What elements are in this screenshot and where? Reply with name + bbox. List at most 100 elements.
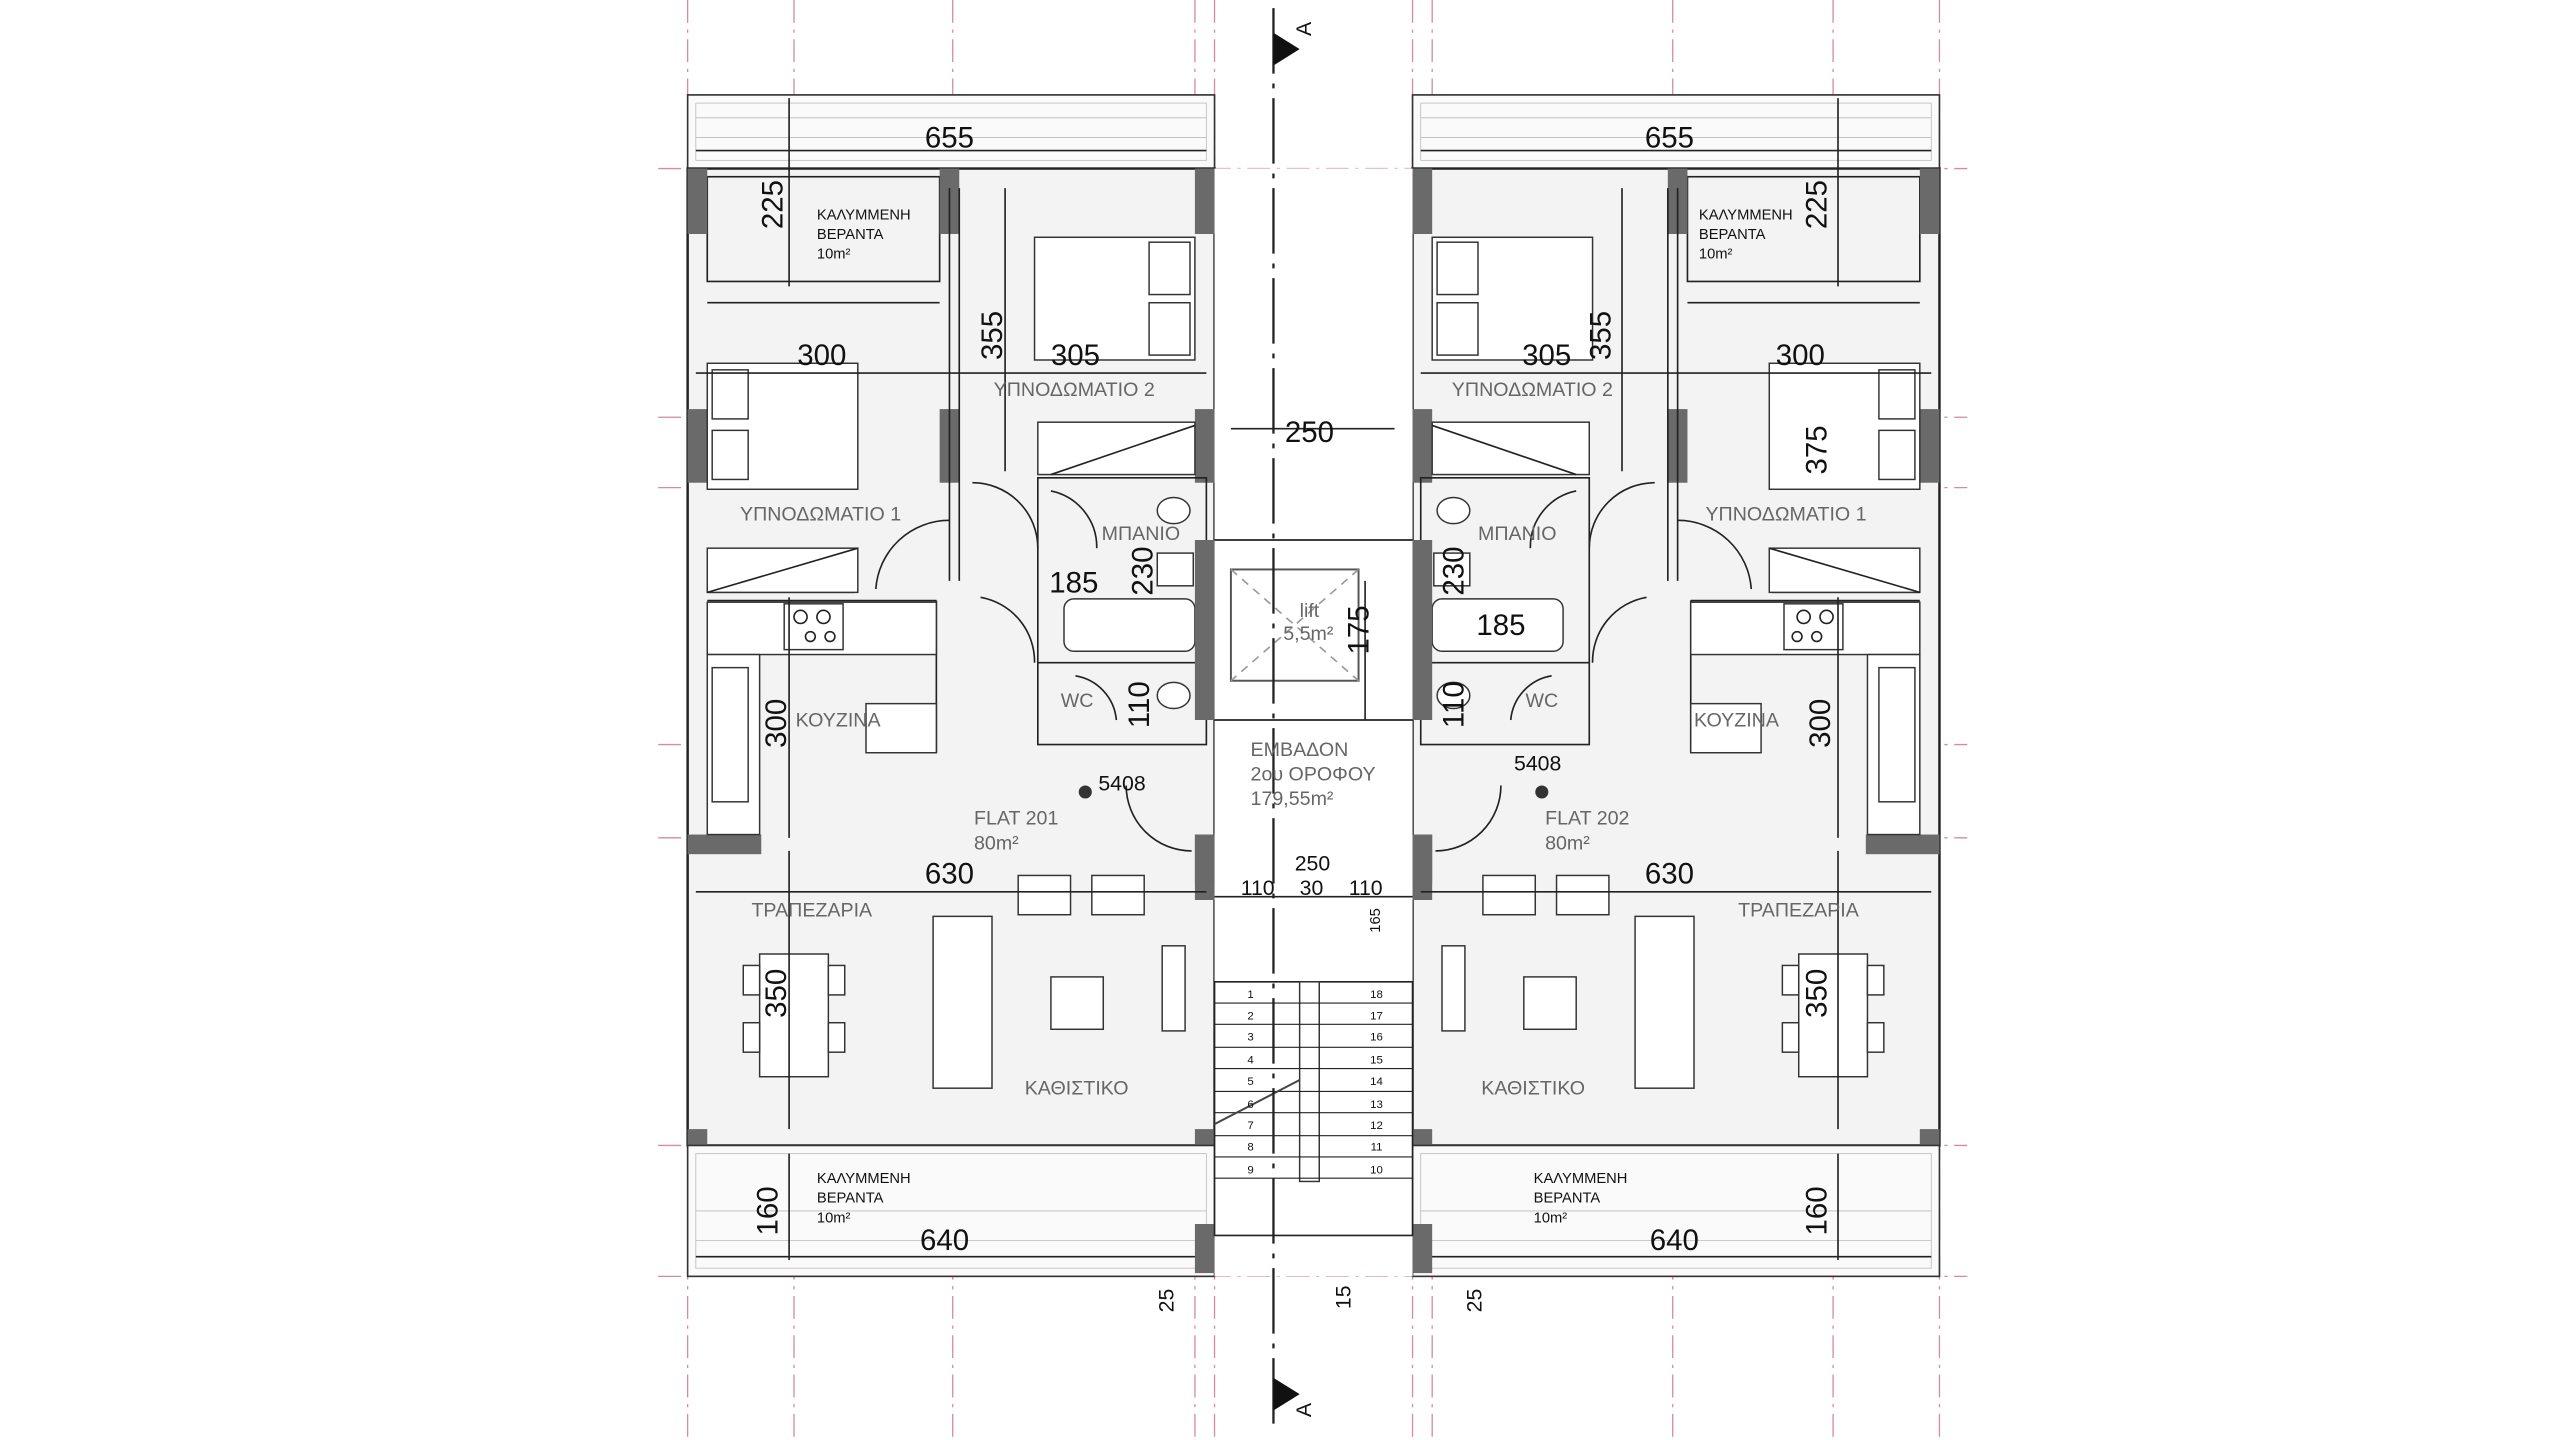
bed1-width-dim: 300 (1776, 339, 1825, 372)
section-marker-top: A (1292, 21, 1316, 36)
flat-area: 80m² (1545, 832, 1590, 854)
veranda-area: 10m² (817, 247, 851, 263)
veranda-depth-dim: 225 (757, 180, 790, 229)
veranda-bottom-depth-dim: 160 (1801, 1186, 1834, 1235)
stair-step-number: 12 (1370, 1120, 1383, 1132)
living-width-dim: 630 (925, 858, 974, 891)
kitchen-label: ΚΟΥΖΙΝΑ (796, 710, 882, 732)
stair-step-number: 2 (1247, 1010, 1253, 1022)
bed2-label: ΥΠΝΟΔΩΜΑΤΙΟ 2 (1452, 379, 1613, 401)
section-line-a: A A (1272, 8, 1316, 1432)
stair-step-number: 17 (1370, 1010, 1383, 1022)
flat-name: FLAT 201 (974, 808, 1058, 830)
top-width-dim: 655 (1645, 121, 1694, 154)
veranda-area: 10m² (1699, 247, 1733, 263)
stair-step-number: 9 (1247, 1164, 1253, 1176)
bed1-label: ΥΠΝΟΔΩΜΑΤΙΟ 1 (740, 503, 901, 525)
veranda-bottom-area: 10m² (817, 1210, 851, 1226)
section-marker-bottom: A (1292, 1402, 1316, 1417)
bed2-label: ΥΠΝΟΔΩΜΑΤΙΟ 2 (994, 379, 1155, 401)
flat-area: 80m² (974, 832, 1019, 854)
dining-depth-dim: 350 (1801, 969, 1834, 1018)
stair-numbers-left: 1 2 3 4 5 6 7 8 9 (1247, 989, 1254, 1176)
veranda-label: ΚΑΛΥΜΜΕΝΗ (1699, 207, 1793, 223)
stair-step-number: 1 (1247, 989, 1253, 1001)
kitchen-label: ΚΟΥΖΙΝΑ (1694, 710, 1780, 732)
lift-shaft (1229, 568, 1360, 682)
landing-depth-dim: 165 (1368, 908, 1384, 933)
landing-mid-dim: 30 (1300, 876, 1324, 900)
bed1-depth-dim: 375 (1801, 425, 1834, 474)
stair-step-number: 15 (1370, 1055, 1383, 1067)
stair-step-number: 4 (1247, 1055, 1254, 1067)
edge-dim: 25 (1155, 1289, 1179, 1313)
lift-label: lift (1300, 600, 1320, 622)
bed2-depth-dim: 355 (976, 311, 1009, 360)
wc-label: WC (1061, 690, 1094, 712)
level-mark: 5408 (1514, 752, 1561, 776)
veranda-bottom-label2: ΒΕΡΑΝΤΑ (817, 1191, 884, 1207)
stair-step-number: 16 (1370, 1032, 1383, 1044)
bed2-depth-dim: 355 (1585, 311, 1618, 360)
stair-step-number: 11 (1371, 1141, 1383, 1153)
kitchen-depth-dim: 300 (1804, 699, 1837, 748)
dining-label: ΤΡΑΠΕΖΑΡΙΑ (1738, 899, 1860, 921)
lift-dim: 175 (1342, 605, 1375, 654)
stair-step-number: 18 (1370, 989, 1383, 1001)
dining-depth-dim: 350 (760, 969, 793, 1018)
stair-step-number: 7 (1247, 1120, 1253, 1132)
bath-depth-dim: 230 (1126, 547, 1159, 596)
veranda-bottom-label: ΚΑΛΥΜΜΕΝΗ (817, 1171, 911, 1187)
stair-numbers-right: 18 17 16 15 14 13 12 11 10 (1370, 989, 1383, 1176)
living-label: ΚΑΘΙΣΤΙΚΟ (1025, 1078, 1129, 1100)
bed1-label: ΥΠΝΟΔΩΜΑΤΙΟ 1 (1705, 503, 1866, 525)
stair-step-number: 8 (1247, 1141, 1253, 1153)
level-mark: 5408 (1098, 771, 1145, 795)
bed1-width-dim: 300 (797, 339, 846, 372)
bottom-width-dim: 640 (1650, 1224, 1699, 1257)
flat-name: FLAT 202 (1545, 808, 1629, 830)
stair-step-number: 14 (1370, 1076, 1383, 1088)
corridor-width-dim: 250 (1285, 416, 1334, 449)
flat-202-labels: 655 225 ΚΑΛΥΜΜΕΝΗ ΒΕΡΑΝΤΑ 10m² 300 375 3… (1437, 121, 1866, 1312)
wc-label: WC (1525, 690, 1558, 712)
bath-width-dim: 185 (1476, 609, 1525, 642)
veranda-bottom-depth-dim: 160 (752, 1186, 785, 1235)
wc-depth-dim: 110 (1437, 681, 1470, 728)
stair-step-number: 3 (1247, 1032, 1253, 1044)
bed2-width-dim: 305 (1522, 339, 1571, 372)
flat-201-labels: 655 225 ΚΑΛΥΜΜΕΝΗ ΒΕΡΑΝΤΑ 10m² 300 305 3… (740, 121, 1180, 1312)
landing-left-dim: 110 (1241, 876, 1275, 900)
edge-dim: 25 (1462, 1289, 1486, 1313)
stair-step-number: 6 (1247, 1099, 1253, 1111)
veranda-label2: ΒΕΡΑΝΤΑ (1699, 227, 1766, 243)
veranda-label2: ΒΕΡΑΝΤΑ (817, 227, 884, 243)
bath-label: ΜΠΑΝΙΟ (1478, 523, 1557, 545)
core (1194, 168, 1433, 1277)
floor-area-value: 179,55m² (1251, 788, 1334, 810)
floor-area-title: ΕΜΒΑΔΟΝ (1251, 739, 1349, 761)
bath-depth-dim: 230 (1437, 547, 1470, 596)
dining-label: ΤΡΑΠΕΖΑΡΙΑ (751, 899, 873, 921)
landing-right-dim: 110 (1349, 876, 1383, 900)
floor-area-floor: 2ου ΟΡΟΦΟΥ (1251, 764, 1376, 786)
stair-step-number: 10 (1370, 1164, 1383, 1176)
lift-area: 5,5m² (1283, 623, 1334, 645)
core-bottom-dim: 15 (1331, 1285, 1355, 1309)
living-label: ΚΑΘΙΣΤΙΚΟ (1481, 1078, 1585, 1100)
veranda-bottom-label: ΚΑΛΥΜΜΕΝΗ (1534, 1171, 1628, 1187)
veranda-depth-dim: 225 (1801, 180, 1834, 229)
bath-width-dim: 185 (1049, 566, 1098, 599)
bed2-width-dim: 305 (1051, 339, 1100, 372)
veranda-bottom-label2: ΒΕΡΑΝΤΑ (1534, 1191, 1601, 1207)
bottom-width-dim: 640 (920, 1224, 969, 1257)
stair-step-number: 5 (1247, 1076, 1253, 1088)
kitchen-depth-dim: 300 (760, 699, 793, 748)
veranda-bottom-area: 10m² (1534, 1210, 1568, 1226)
living-width-dim: 630 (1645, 858, 1694, 891)
stair-step-number: 13 (1370, 1099, 1383, 1111)
top-width-dim: 655 (925, 121, 974, 154)
bath-label: ΜΠΑΝΙΟ (1102, 523, 1181, 545)
veranda-label: ΚΑΛΥΜΜΕΝΗ (817, 207, 911, 223)
